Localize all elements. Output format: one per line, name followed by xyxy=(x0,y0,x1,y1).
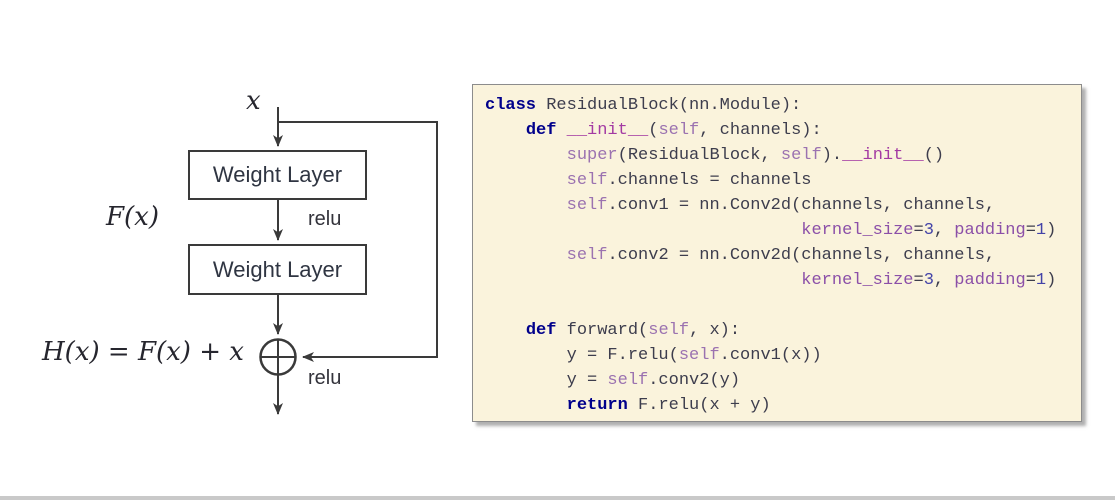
code-token-plain: , xyxy=(933,221,955,240)
code-token-num: 3 xyxy=(923,271,934,290)
residual-block-diagram: x Weight Layer F(x) relu Weight Layer H(… xyxy=(0,0,470,470)
code-line: self.conv2 = nn.Conv2d(channels, channel… xyxy=(485,243,1081,268)
code-token-plain: () xyxy=(923,146,945,165)
code-token-plain: ). xyxy=(821,146,843,165)
code-token-kw: class xyxy=(485,96,537,115)
code-token-plain xyxy=(556,121,566,140)
code-token-plain: .channels = channels xyxy=(607,171,812,190)
code-token-plain xyxy=(485,246,567,265)
code-token-plain xyxy=(485,271,801,290)
code-token-plain: = xyxy=(913,221,924,240)
weight-layer-box-1: Weight Layer xyxy=(188,150,367,200)
code-line: kernel_size=3, padding=1) xyxy=(485,268,1081,293)
code-token-plain: .conv2(y) xyxy=(648,371,741,390)
code-line: def forward(self, x): xyxy=(485,318,1081,343)
code-token-plain: .conv1 = nn.Conv2d(channels, channels, xyxy=(607,196,996,215)
code-token-kw: def xyxy=(525,321,557,340)
diagram-svg xyxy=(259,107,438,415)
code-token-plain xyxy=(485,221,801,240)
code-token-plain: ResidualBlock(nn.Module): xyxy=(536,96,802,115)
code-token-kwarg: kernel_size xyxy=(801,271,914,290)
code-line: super(ResidualBlock, self).__init__() xyxy=(485,143,1081,168)
code-token-plain: .conv2 = nn.Conv2d(channels, channels, xyxy=(607,246,996,265)
code-token-kwarg: padding xyxy=(954,221,1026,240)
code-token-builtin: super xyxy=(566,146,618,165)
code-token-dunder: __init__ xyxy=(842,146,924,165)
code-token-builtin: self xyxy=(566,246,608,265)
code-token-plain: , x): xyxy=(689,321,741,340)
code-token-dunder: __init__ xyxy=(566,121,649,140)
code-line: return F.relu(x + y) xyxy=(485,393,1081,418)
adder-plus-icon xyxy=(260,339,296,375)
code-line: class ResidualBlock(nn.Module): xyxy=(485,93,1081,118)
code-token-plain: ) xyxy=(1046,271,1057,290)
code-token-builtin: self xyxy=(566,171,608,190)
code-token-plain: forward( xyxy=(556,321,649,340)
code-line: def __init__(self, channels): xyxy=(485,118,1081,143)
code-token-plain: ( xyxy=(648,121,659,140)
code-token-plain xyxy=(485,396,567,415)
code-token-plain xyxy=(485,171,567,190)
code-token-builtin: self xyxy=(566,196,608,215)
code-token-num: 3 xyxy=(923,221,934,240)
code-token-plain: (ResidualBlock, xyxy=(617,146,781,165)
code-token-plain: .conv1(x)) xyxy=(719,346,822,365)
code-token-kwarg: padding xyxy=(954,271,1026,290)
residual-function-label: F(x) xyxy=(106,202,159,232)
relu-mid-label: relu xyxy=(308,208,342,230)
code-token-plain: y = F.relu( xyxy=(485,346,679,365)
output-equation-label: H(x) = F(x) + x xyxy=(42,337,244,367)
code-line: y = F.relu(self.conv1(x)) xyxy=(485,343,1081,368)
code-token-plain: , xyxy=(933,271,955,290)
weight-layer-1-label: Weight Layer xyxy=(212,162,343,187)
relu-output-label: relu xyxy=(308,367,342,389)
code-line xyxy=(485,293,1081,318)
code-token-num: 1 xyxy=(1035,271,1047,290)
weight-layer-box-2: Weight Layer xyxy=(188,244,367,295)
code-token-plain xyxy=(485,321,526,340)
code-line: self.conv1 = nn.Conv2d(channels, channel… xyxy=(485,193,1081,218)
weight-layer-2-label: Weight Layer xyxy=(212,256,343,282)
code-token-builtin: self xyxy=(678,346,720,365)
code-token-plain xyxy=(485,146,567,165)
code-token-builtin: self xyxy=(780,146,822,165)
input-variable-label: x xyxy=(246,86,261,116)
code-line: self.channels = channels xyxy=(485,168,1081,193)
code-token-builtin: self xyxy=(648,321,690,340)
code-token-plain: = xyxy=(1025,221,1036,240)
code-token-plain: ) xyxy=(1046,221,1057,240)
code-token-plain: y = xyxy=(485,371,608,390)
code-token-kw: return xyxy=(566,396,628,415)
code-lines: class ResidualBlock(nn.Module): def __in… xyxy=(485,93,1081,418)
code-token-plain xyxy=(485,121,526,140)
code-token-plain xyxy=(485,196,567,215)
skip-connection-line xyxy=(277,121,438,362)
code-line: y = self.conv2(y) xyxy=(485,368,1081,393)
code-token-plain: = xyxy=(913,271,924,290)
code-token-kwarg: kernel_size xyxy=(801,221,914,240)
code-token-plain: = xyxy=(1025,271,1036,290)
code-token-plain: , channels): xyxy=(699,121,822,140)
code-line: kernel_size=3, padding=1) xyxy=(485,218,1081,243)
code-token-kw: def xyxy=(525,121,557,140)
code-token-builtin: self xyxy=(607,371,649,390)
code-token-builtin: self xyxy=(658,121,700,140)
code-token-num: 1 xyxy=(1035,221,1047,240)
code-token-plain: F.relu(x + y) xyxy=(627,396,771,415)
slide-bottom-divider xyxy=(0,496,1115,500)
code-snippet-box: class ResidualBlock(nn.Module): def __in… xyxy=(472,84,1082,422)
